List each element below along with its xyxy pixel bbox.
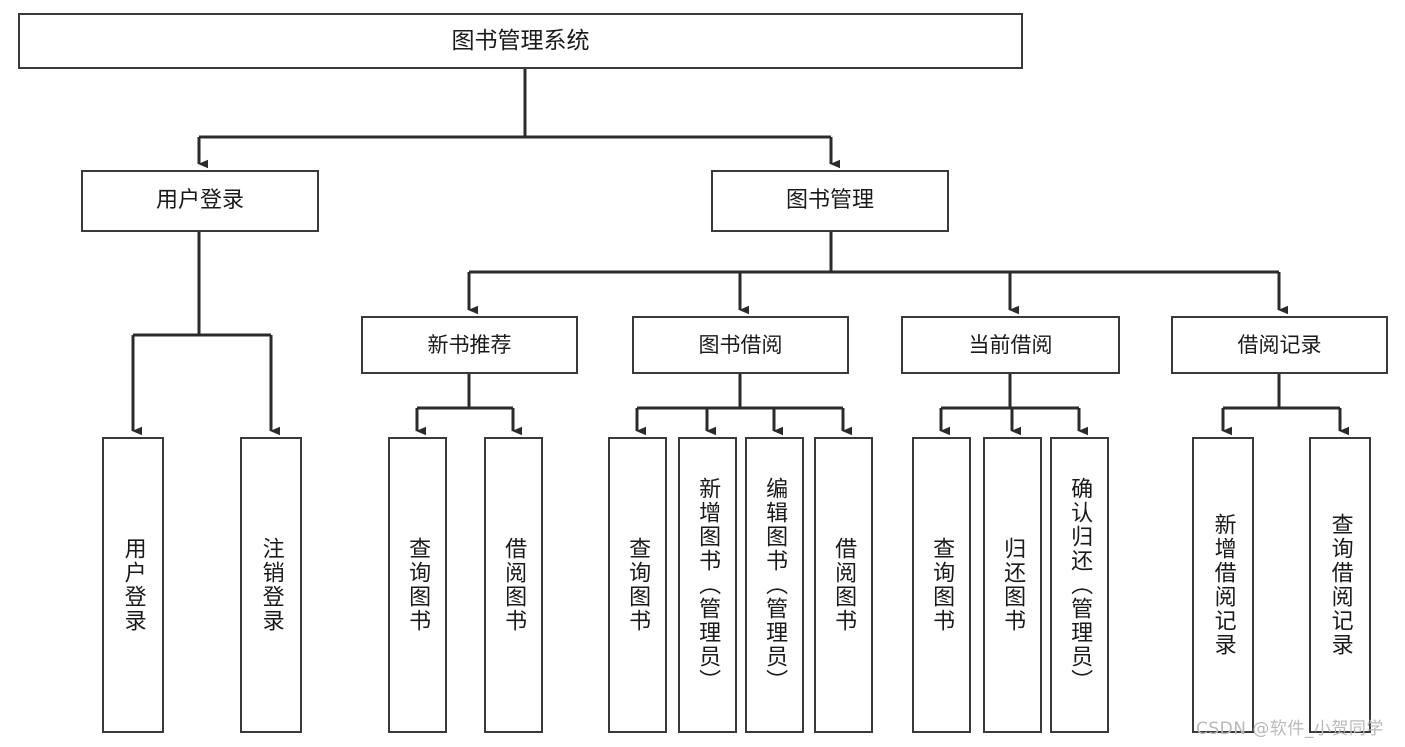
node-label: 归还图书: [1000, 537, 1026, 633]
node-label: 查询图书: [929, 537, 955, 633]
node-logout-action[interactable]: 注销登录: [240, 437, 302, 733]
node-label: 当前借阅: [968, 332, 1053, 357]
node-add-book-admin[interactable]: 新增图书（管理员）: [678, 437, 737, 733]
node-label: 新增借阅记录: [1210, 513, 1236, 657]
node-label: 查询图书: [405, 537, 431, 633]
node-book-borrow[interactable]: 图书借阅: [632, 316, 849, 374]
node-query-book-current[interactable]: 查询图书: [912, 437, 971, 733]
node-new-book-recommend[interactable]: 新书推荐: [361, 316, 578, 374]
node-label: 编辑图书（管理员）: [762, 477, 788, 693]
node-label: 用户登录: [120, 537, 146, 633]
node-label: 图书管理: [785, 188, 874, 214]
node-query-book-new[interactable]: 查询图书: [388, 437, 447, 733]
node-label: 借阅图书: [501, 537, 527, 633]
node-user-login-action[interactable]: 用户登录: [102, 437, 164, 733]
node-label: 借阅记录: [1237, 332, 1322, 357]
node-confirm-return-admin[interactable]: 确认归还（管理员）: [1050, 437, 1109, 733]
node-edit-book-admin[interactable]: 编辑图书（管理员）: [745, 437, 804, 733]
node-query-book-borrow[interactable]: 查询图书: [608, 437, 667, 733]
node-book-manage[interactable]: 图书管理: [711, 170, 949, 232]
node-borrow-book-new[interactable]: 借阅图书: [484, 437, 543, 733]
node-label: 新增图书（管理员）: [695, 477, 721, 693]
node-label: 查询借阅记录: [1327, 513, 1353, 657]
node-label: 确认归还（管理员）: [1067, 477, 1093, 693]
csdn-watermark: CSDN @软件_小贺同学: [1196, 719, 1384, 739]
node-label: 图书借阅: [698, 332, 783, 357]
node-borrow-book-action[interactable]: 借阅图书: [814, 437, 873, 733]
node-label: 借阅图书: [831, 537, 857, 633]
node-borrow-record[interactable]: 借阅记录: [1171, 316, 1388, 374]
node-label: 新书推荐: [427, 332, 512, 357]
node-add-borrow-record[interactable]: 新增借阅记录: [1192, 437, 1254, 733]
node-query-borrow-record[interactable]: 查询借阅记录: [1309, 437, 1371, 733]
node-current-borrow[interactable]: 当前借阅: [901, 316, 1120, 374]
node-user-login[interactable]: 用户登录: [81, 170, 319, 232]
node-root-system[interactable]: 图书管理系统: [18, 13, 1023, 69]
node-label: 查询图书: [625, 537, 651, 633]
node-label: 图书管理系统: [451, 27, 590, 54]
node-label: 用户登录: [155, 188, 244, 214]
node-label: 注销登录: [258, 537, 284, 633]
node-return-book[interactable]: 归还图书: [983, 437, 1042, 733]
